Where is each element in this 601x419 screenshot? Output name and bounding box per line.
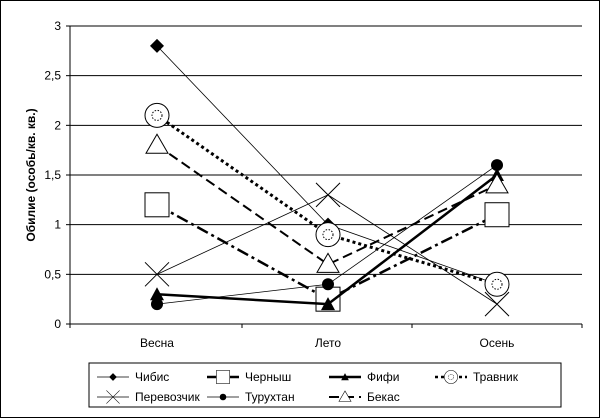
x-tick-label: Осень [480, 336, 515, 350]
legend-label: Черныш [245, 370, 291, 384]
data-point-marker [150, 38, 164, 53]
data-point-marker [144, 192, 170, 218]
legend-entry: Черныш [207, 370, 291, 384]
legend-label: Фифи [367, 370, 399, 384]
data-point-marker [109, 373, 117, 381]
series-5 [151, 159, 503, 311]
y-tick-label: 0,5 [44, 267, 61, 281]
y-tick-label: 2,5 [44, 69, 61, 83]
x-tick-label: Весна [140, 336, 174, 350]
data-point-marker [144, 102, 170, 128]
legend-swatch-marker [341, 373, 349, 381]
y-tick-label: 2 [54, 118, 61, 132]
data-point-marker [484, 291, 510, 317]
x-tick-label: Лето [315, 336, 342, 350]
data-point-marker [106, 390, 120, 404]
data-point-marker [315, 182, 341, 208]
data-point-marker [150, 287, 164, 301]
legend-entry: Травник [435, 370, 519, 384]
data-point-marker-inner [151, 109, 163, 121]
data-point-marker [485, 172, 509, 194]
data-point-marker [151, 298, 163, 311]
legend-label: Бекас [367, 390, 400, 404]
legend-label: Чибис [135, 370, 169, 384]
legend-swatch-marker [444, 370, 458, 384]
data-point-marker [145, 133, 169, 154]
legend-swatch-marker [338, 390, 352, 402]
legend-entry: Перевозчик [97, 390, 200, 404]
y-tick-label: 0 [54, 317, 61, 331]
series-6 [145, 133, 509, 273]
series-4 [144, 182, 510, 317]
y-tick-labels: 0 0,5 1 1,5 2 2,5 3 [44, 19, 61, 331]
legend-swatch-marker [216, 370, 230, 384]
y-tick-label: 1 [54, 218, 61, 232]
x-tick-labels: Весна Лето Осень [140, 336, 514, 350]
legend-label: Перевозчик [135, 390, 200, 404]
data-point-marker [216, 370, 230, 384]
series-line [156, 45, 498, 285]
data-point-marker [341, 373, 349, 381]
y-axis-label: Обилие (особь/кв. кв.) [24, 108, 38, 241]
data-point-marker [484, 271, 510, 297]
legend-entry: Бекас [329, 390, 400, 404]
data-point-marker-inner [491, 278, 503, 290]
series-1 [144, 192, 510, 312]
legend-entry: Турухтан [207, 390, 295, 404]
data-point-marker [491, 159, 503, 172]
data-point-marker [321, 297, 335, 311]
data-point-marker-inner [447, 373, 455, 381]
legend-label: Травник [473, 370, 519, 384]
data-point-marker [444, 370, 458, 384]
data-point-marker [322, 278, 334, 291]
data-point-marker [484, 202, 510, 228]
legend-swatch-marker [106, 390, 120, 404]
y-tick-label: 1,5 [44, 168, 61, 182]
legend-box [88, 362, 562, 408]
legend-swatch-marker [219, 393, 227, 401]
series-0 [150, 38, 504, 292]
data-point-marker [315, 222, 341, 248]
y-tick-label: 3 [54, 19, 61, 33]
data-point-marker-inner [322, 229, 334, 241]
legend-entry: Чибис [97, 370, 169, 384]
data-point-marker [219, 393, 227, 401]
data-point-marker [316, 252, 340, 273]
axes [66, 25, 583, 328]
legend-swatch-marker [109, 373, 117, 381]
series-line [156, 144, 498, 266]
data-point-marker [144, 261, 170, 287]
legend-entry: Фифи [329, 370, 399, 384]
data-point-marker [338, 390, 352, 402]
series-group [144, 38, 510, 317]
legend-label: Турухтан [245, 390, 295, 404]
